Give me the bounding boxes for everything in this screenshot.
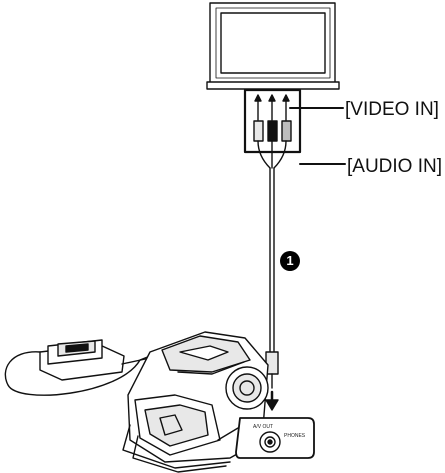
- ac-adaptor-icon: [4, 339, 151, 396]
- jack-label: A/V OUT: [253, 424, 274, 430]
- av-cable: [269, 167, 275, 353]
- phones-label: PHONES: [284, 433, 306, 439]
- plug-icon: [253, 120, 292, 169]
- arrow-down-icon: [265, 390, 279, 411]
- video-in-label: [VIDEO IN]: [345, 99, 439, 120]
- camcorder-icon: [122, 331, 269, 473]
- tv-icon: [206, 2, 340, 90]
- audio-in-label: [AUDIO IN]: [347, 156, 443, 177]
- jack-closeup: [235, 417, 315, 459]
- step-marker: 1: [280, 251, 300, 271]
- arrow-up-icon: [254, 94, 290, 121]
